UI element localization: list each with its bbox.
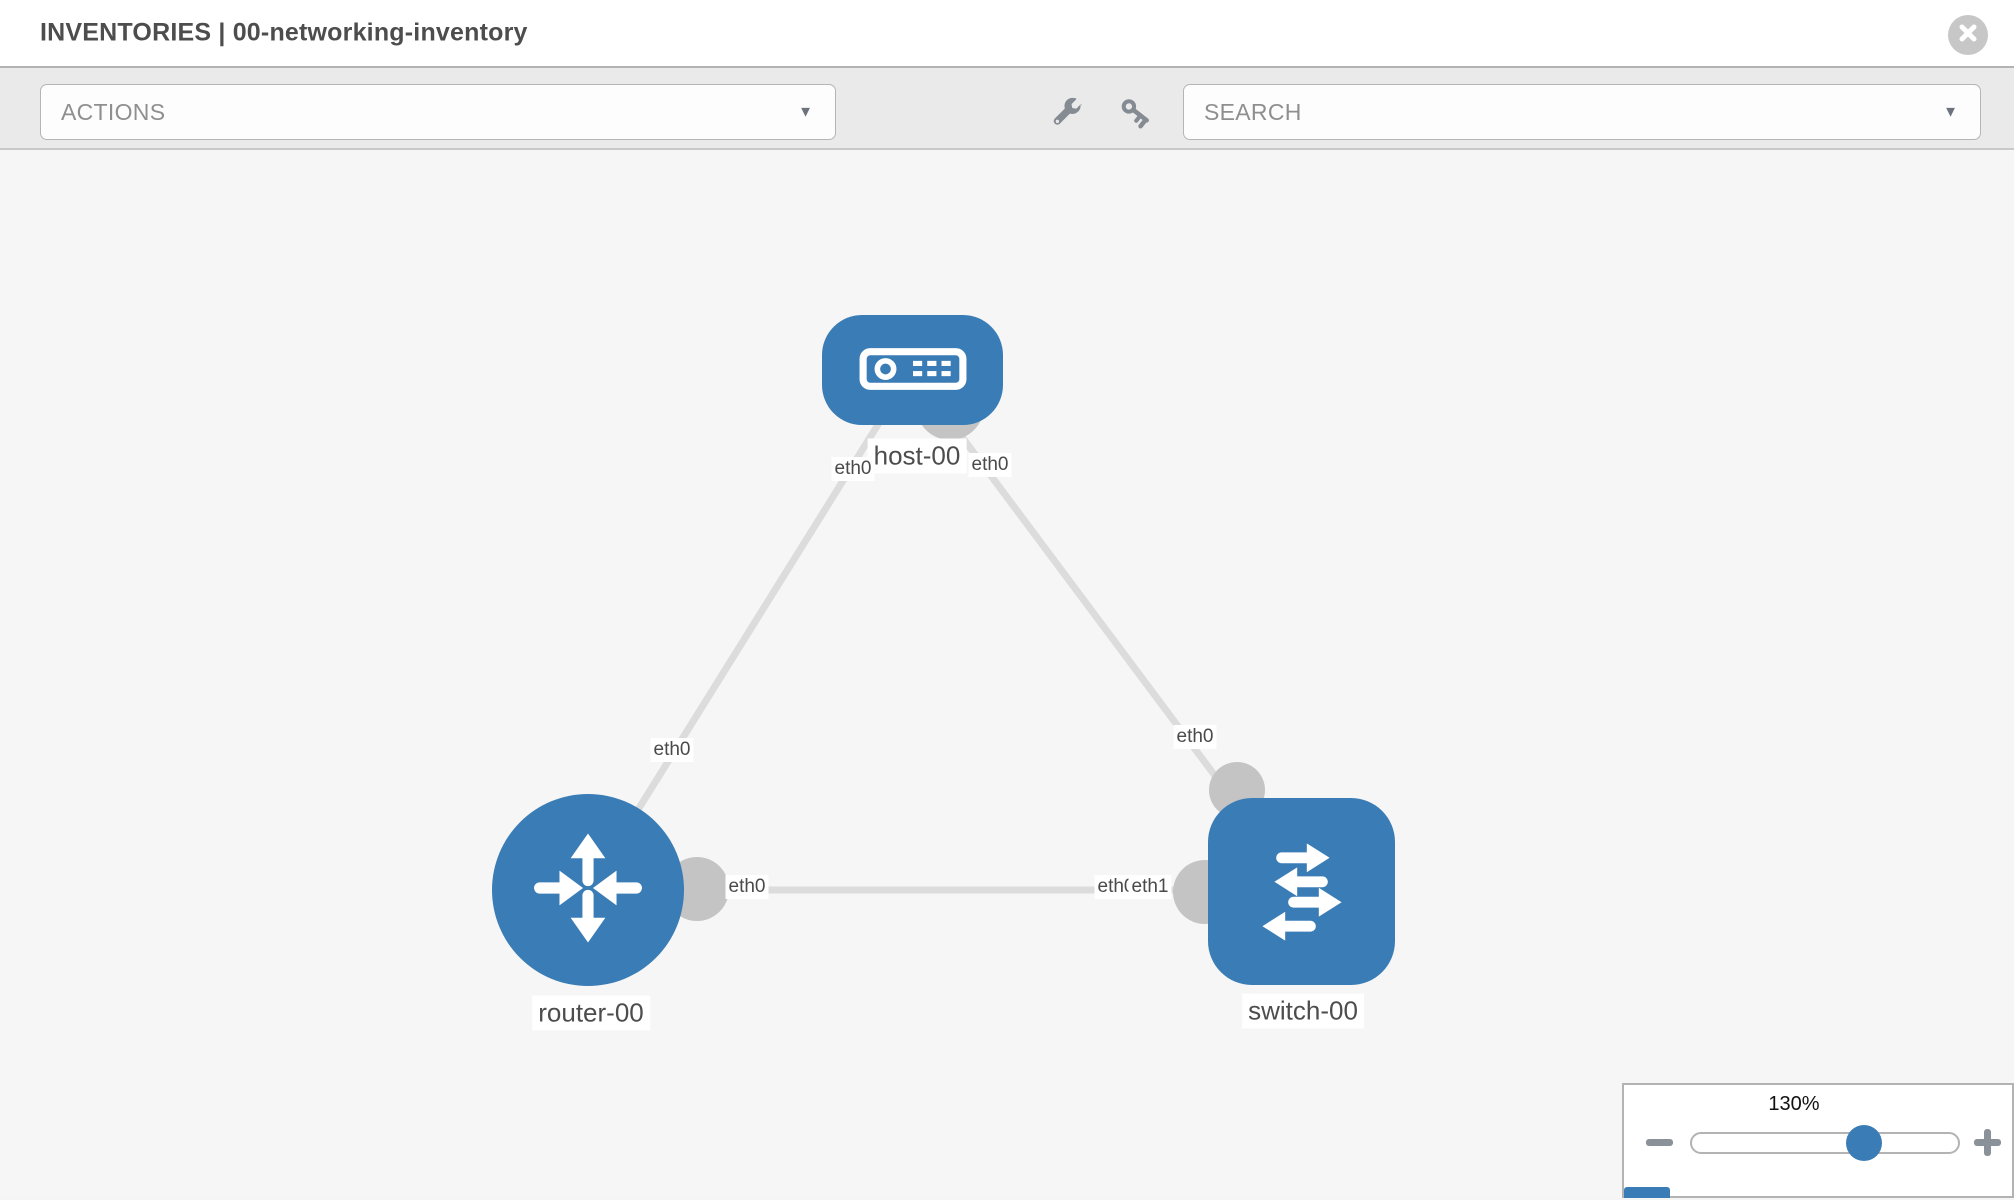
toolbar: ACTIONS ▼ SEARCH ▼ xyxy=(0,68,2014,150)
zoom-out-button[interactable] xyxy=(1646,1139,1673,1146)
topology-canvas[interactable]: host-00 router-00 switch-00 eth0 eth0 et… xyxy=(0,150,2014,1198)
iface-label-eth0: eth0 xyxy=(1173,725,1217,749)
zoom-panel: 130% xyxy=(1622,1083,2014,1198)
configure-button[interactable] xyxy=(1046,92,1090,136)
zoom-slider-thumb[interactable] xyxy=(1846,1125,1882,1161)
wrench-icon xyxy=(1051,95,1085,134)
node-host-00[interactable] xyxy=(822,315,1003,425)
search-dropdown-label: SEARCH xyxy=(1204,98,1302,125)
host-icon xyxy=(857,335,969,406)
switch-icon xyxy=(1242,829,1362,954)
iface-label-eth0: eth0 xyxy=(831,457,875,481)
iface-label-eth0: eth0 xyxy=(968,453,1012,477)
chevron-down-icon: ▼ xyxy=(1943,103,1958,121)
page-title: INVENTORIES | 00-networking-inventory xyxy=(40,18,528,47)
node-router-00[interactable] xyxy=(492,794,684,986)
actions-dropdown[interactable]: ACTIONS ▼ xyxy=(40,84,836,140)
router-icon xyxy=(526,826,650,955)
search-dropdown[interactable]: SEARCH ▼ xyxy=(1183,84,1981,140)
page-header: INVENTORIES | 00-networking-inventory xyxy=(0,0,2014,68)
actions-dropdown-label: ACTIONS xyxy=(61,98,166,125)
links-layer xyxy=(585,367,1304,924)
iface-label-eth1: eth1 xyxy=(1128,875,1172,899)
iface-label-eth0: eth0 xyxy=(725,875,769,899)
node-label-switch: switch-00 xyxy=(1242,993,1364,1029)
link-host-router xyxy=(585,368,915,892)
zoom-slider-track[interactable] xyxy=(1690,1132,1960,1154)
close-button[interactable] xyxy=(1948,15,1988,55)
node-label-host: host-00 xyxy=(867,438,967,474)
node-switch-00[interactable] xyxy=(1208,798,1395,985)
key-icon xyxy=(1118,94,1154,135)
zoom-in-button[interactable] xyxy=(1984,1129,1991,1156)
offscreen-node-edge xyxy=(1624,1187,1670,1198)
zoom-level-value: 130% xyxy=(1768,1093,1820,1115)
node-label-router: router-00 xyxy=(532,995,650,1031)
chevron-down-icon: ▼ xyxy=(798,103,813,121)
iface-label-eth0: eth0 xyxy=(650,738,694,762)
credentials-button[interactable] xyxy=(1114,92,1158,136)
close-icon xyxy=(1957,22,1979,49)
